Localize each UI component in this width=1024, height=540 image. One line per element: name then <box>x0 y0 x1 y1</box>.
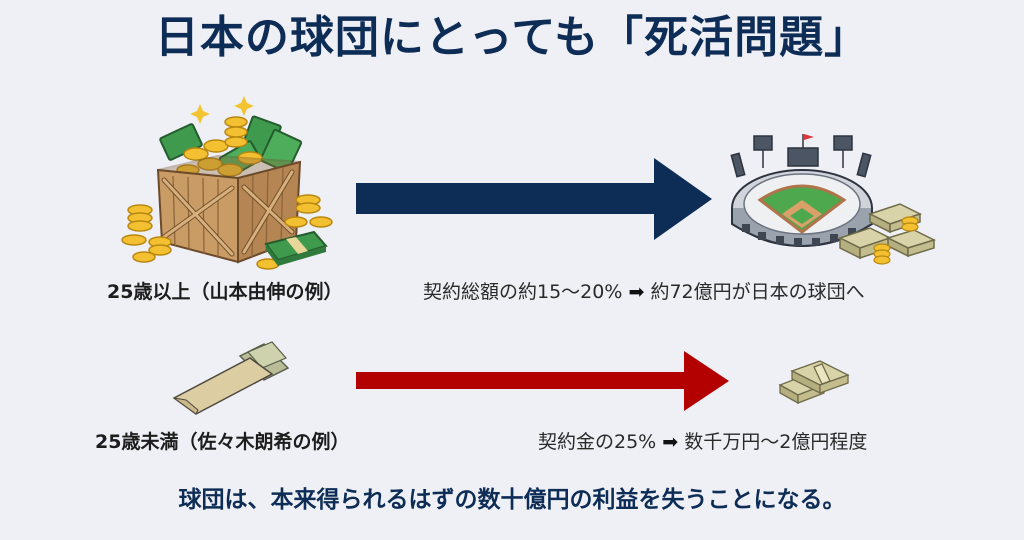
small-cash-stack-icon <box>776 355 856 411</box>
flow-text-before: 契約金の25% <box>538 431 657 453</box>
conclusion-text: 球団は、本来得られるはずの数十億円の利益を失うことになる。 <box>178 487 846 513</box>
flow-text-after: 数千万円〜2億円程度 <box>684 431 868 453</box>
envelope-with-cash-icon <box>168 338 298 418</box>
stadium-with-money-icon <box>730 128 940 268</box>
flow-text-after: 約72億円が日本の球団へ <box>650 281 865 303</box>
arrow-right-icon: ➡ <box>628 281 645 303</box>
case-label-over-25: 25歳以上（山本由伸の例） <box>107 281 343 303</box>
treasure-crate-icon <box>118 92 338 272</box>
case-label-under-25: 25歳未満（佐々木朗希の例） <box>95 431 350 453</box>
flow-text-before: 契約総額の約15〜20% <box>423 281 623 303</box>
page-title: 日本の球団にとっても「死活問題」 <box>154 12 870 63</box>
flow-arrow-navy <box>356 158 714 240</box>
flow-arrow-red <box>356 351 732 411</box>
flow-text-over-25: 契約総額の約15〜20% ➡ 約72億円が日本の球団へ <box>423 277 865 304</box>
flow-text-under-25: 契約金の25% ➡ 数千万円〜2億円程度 <box>538 427 867 454</box>
arrow-right-icon: ➡ <box>662 431 679 453</box>
